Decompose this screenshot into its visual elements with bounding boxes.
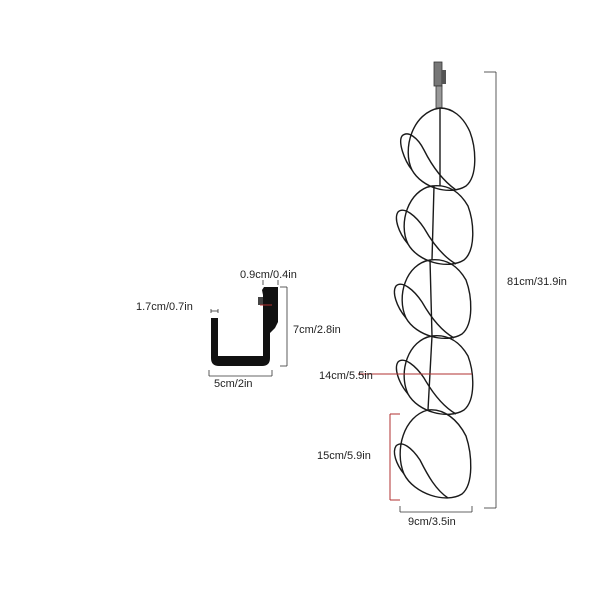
cap-brim-4: [395, 359, 457, 415]
cap-brim-3: [393, 283, 455, 339]
cap-loop-4: [403, 335, 474, 415]
loop-height-bracket: [389, 413, 400, 501]
cap-brim-1: [400, 133, 457, 191]
over-door-hook: [211, 287, 278, 366]
hook-body: [211, 287, 278, 366]
hook-lip-label: 1.7cm/0.7in: [136, 301, 193, 313]
cap-brim-2: [395, 209, 457, 265]
hook-dimension-lines: [208, 280, 288, 377]
cap-loop-1: [407, 107, 476, 191]
door-hanger-clip: [433, 61, 446, 109]
spacing-label: 14cm/5.5in: [319, 370, 373, 382]
loop-height-label: 15cm/5.9in: [317, 450, 371, 462]
hook-width-label: 5cm/2in: [214, 378, 253, 390]
cap-rack-wire: [393, 107, 476, 499]
loop-width-label: 9cm/3.5in: [408, 516, 456, 528]
cap-loop-2: [403, 185, 474, 265]
rack-dimension-lines: [399, 71, 497, 513]
hook-slot: [258, 297, 263, 305]
hook-thickness-label: 0.9cm/0.4in: [240, 269, 297, 281]
cap-loop-5: [399, 409, 472, 499]
rack-spine: [427, 108, 441, 411]
total-length-label: 81cm/31.9in: [507, 276, 567, 288]
cap-brim-5: [393, 443, 449, 499]
hook-height-label: 7cm/2.8in: [293, 324, 341, 336]
cap-loop-3: [401, 259, 472, 339]
